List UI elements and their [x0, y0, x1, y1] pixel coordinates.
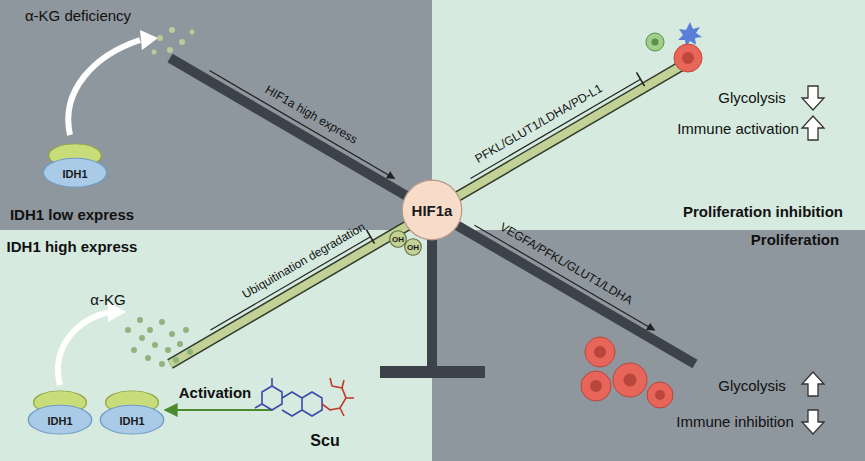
- quadrant: [432, 0, 865, 230]
- heading-label: IDH1 low express: [10, 207, 134, 224]
- enzyme-shape: IDH1: [27, 388, 93, 436]
- inhibit-line: [211, 237, 371, 330]
- node-outline: [99, 388, 165, 436]
- inhibit-line: [471, 79, 641, 178]
- node-text: IDH1: [62, 168, 87, 180]
- hydroxyl-circle: OH: [404, 238, 422, 256]
- node-text: HIF1a: [412, 202, 453, 219]
- activation-arrow: [165, 409, 272, 411]
- text-label: Immune inhibition: [676, 414, 794, 431]
- quadrant: [0, 0, 432, 230]
- text-label: α-KG: [90, 292, 125, 309]
- beam: [170, 58, 695, 364]
- node-text: OH: [407, 243, 419, 252]
- molecule: [322, 378, 354, 416]
- inhibit-bar: [637, 72, 645, 86]
- trend-arrow: [802, 86, 824, 434]
- release-arrow: [140, 30, 158, 50]
- heading-label: Proliferation: [751, 232, 839, 249]
- hydroxyl-circle: OH: [389, 230, 407, 248]
- release-arrow: [58, 312, 110, 385]
- stand: [427, 235, 437, 370]
- heading-label: Activation: [179, 385, 252, 402]
- heading-label: Proliferation inhibition: [683, 204, 843, 221]
- enzyme-shape: IDH1: [42, 141, 108, 189]
- node-outline: [42, 141, 108, 189]
- beam: [170, 58, 695, 364]
- stand-base: [380, 366, 485, 378]
- heading-label: IDH1 high express: [7, 239, 138, 256]
- enzyme-shape: IDH1: [99, 388, 165, 436]
- tumor-cells: [581, 337, 673, 408]
- immune-cells: [646, 22, 702, 72]
- node-outline: [27, 388, 93, 436]
- hub-circle: HIF1a: [401, 179, 463, 241]
- akg-dots: [152, 27, 195, 55]
- node-text: IDH1: [119, 415, 144, 427]
- release-arrow: [68, 40, 140, 135]
- node-text: IDH1: [47, 415, 72, 427]
- inhibit-bar: [367, 230, 375, 244]
- text-label: Immune activation: [677, 121, 799, 138]
- quadrant: [0, 230, 432, 461]
- arrow: [210, 71, 395, 179]
- node-text: OH: [392, 235, 404, 244]
- quadrant: [432, 230, 865, 461]
- akg-dots: [125, 317, 193, 367]
- heading-label: Scu: [310, 432, 339, 450]
- beam: [170, 58, 695, 364]
- arrow: [475, 225, 655, 330]
- text-label: α-KG deficiency: [25, 8, 131, 25]
- text-label: Glycolysis: [718, 378, 786, 395]
- molecule: [255, 378, 322, 416]
- text-label: Glycolysis: [718, 90, 786, 107]
